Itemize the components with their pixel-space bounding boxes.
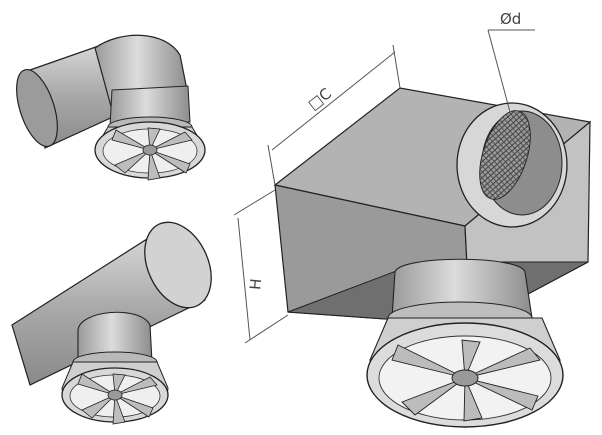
dimension-width-label: □C — [304, 84, 335, 113]
inlet-mesh — [479, 110, 531, 200]
elbow-fan-blades — [111, 127, 193, 181]
dimension-height — [233, 189, 289, 344]
dimension-diameter-label: Ød — [500, 10, 521, 28]
elbow-connection-fan — [16, 34, 206, 181]
side-inlet — [456, 102, 568, 228]
box-fan-blades — [391, 339, 541, 422]
elbow-fan-hub — [142, 144, 158, 156]
box-plenum-fan — [273, 87, 592, 428]
dimension-diameter — [487, 29, 535, 113]
elbow-pipe-end — [16, 68, 58, 148]
box-fan — [366, 258, 564, 428]
dimension-width — [267, 44, 401, 186]
elbow-neck — [109, 85, 191, 127]
dimension-height-label: H — [246, 278, 265, 291]
tee-pipe-end — [144, 221, 212, 309]
tee-connection-fan — [11, 221, 212, 425]
